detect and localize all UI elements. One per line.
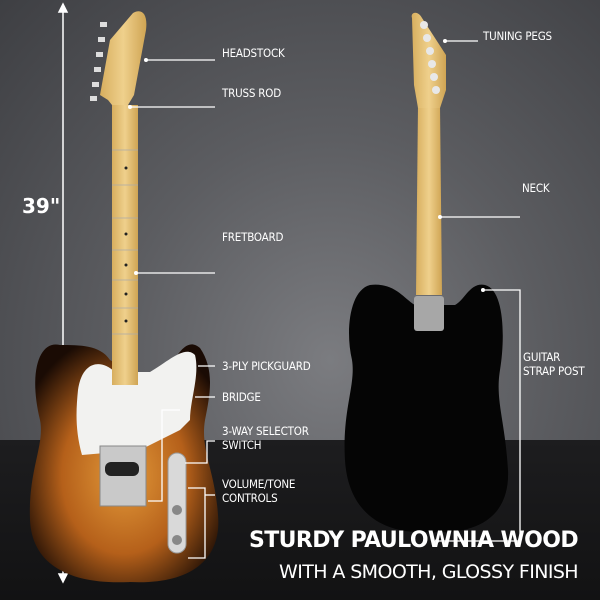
controls-line-1: VOLUME/TONE: [222, 477, 296, 491]
pickguard: [76, 351, 197, 455]
length-label: 39": [22, 194, 61, 218]
front-guitar: [29, 11, 219, 583]
headline-title: STURDY PAULOWNIA WOOD: [248, 528, 579, 553]
label-fretboard: FRETBOARD: [222, 230, 284, 244]
fretboard: [112, 105, 138, 385]
label-pickguard: 3-PLY PICKGUARD: [222, 359, 311, 373]
back-neck: [416, 105, 442, 295]
label-bridge: BRIDGE: [222, 390, 261, 404]
selector-line-2: SWITCH: [222, 438, 262, 452]
strap-line-2: STRAP POST: [523, 364, 585, 378]
controls-line-2: CONTROLS: [222, 491, 278, 505]
back-guitar: [344, 12, 509, 533]
headline-subtitle: WITH A SMOOTH, GLOSSY FINISH: [279, 561, 579, 583]
label-truss-rod: TRUSS ROD: [222, 86, 282, 100]
label-headstock: HEADSTOCK: [222, 46, 285, 60]
back-body: [344, 284, 509, 533]
back-headstock: [411, 12, 446, 109]
control-plate: [167, 452, 187, 554]
label-tuning-pegs: TUNING PEGS: [483, 29, 552, 43]
strap-line-1: GUITAR: [523, 350, 561, 364]
selector-line-1: 3-WAY SELECTOR: [222, 424, 309, 438]
label-neck: NECK: [522, 181, 550, 195]
front-headstock: [100, 11, 147, 105]
callout-lines: [130, 40, 521, 559]
neck-plate: [414, 296, 444, 331]
